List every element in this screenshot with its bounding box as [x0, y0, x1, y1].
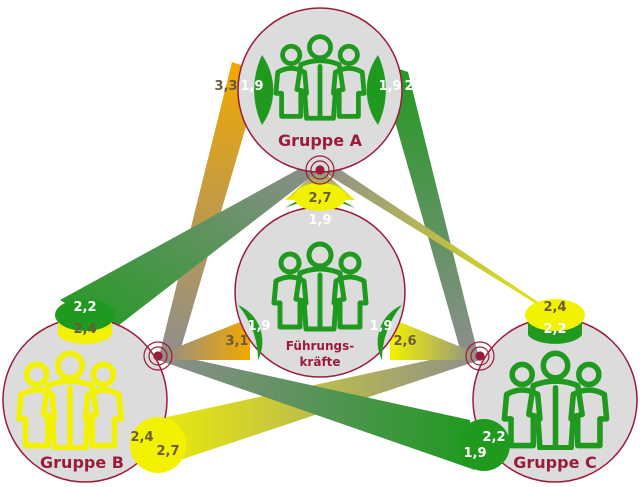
value-b-f-near-f: 3,1 [225, 334, 248, 349]
group-f-label-1: Führungs- [286, 339, 354, 353]
value-a-b-near-a: 3,3 [214, 79, 237, 94]
value-a-b-self-a: 1,9 [240, 79, 263, 94]
band-c-to-b [158, 352, 475, 470]
group-b-node[interactable]: Gruppe B [2, 317, 168, 483]
group-c-label: Gruppe C [513, 453, 596, 472]
value-c-f-self-f: 1,9 [369, 319, 392, 334]
group-a-label: Gruppe A [278, 131, 363, 150]
pill-b-a [55, 299, 115, 331]
group-b-label: Gruppe B [40, 453, 124, 472]
band-c-to-f [390, 318, 478, 360]
group-f-label-2: kräfte [299, 355, 340, 369]
group-f-left-lens [238, 305, 263, 360]
band-c-to-a [320, 164, 580, 330]
group-f-right-lens [377, 305, 402, 360]
pill-c-a [525, 299, 585, 331]
group-a-left-lens [254, 55, 274, 125]
group-f-node[interactable]: Führungs- kräfte [234, 196, 406, 378]
value-a-f-near-a: 2,7 [308, 191, 331, 206]
value-b-c-near-b-outer: 2,7 [156, 444, 179, 459]
junction-a [305, 155, 335, 185]
value-c-b-near-c: 2,2 [482, 430, 505, 445]
value-b-f-self-f: 1,9 [247, 319, 270, 334]
value-b-a-near-b: 2,2 [73, 300, 96, 315]
pill-c-b [458, 419, 510, 471]
group-c-node[interactable]: Gruppe C [472, 317, 638, 483]
value-b-a-near-b-inner: 2,4 [73, 322, 96, 337]
band-a-to-b [160, 62, 262, 358]
pill-b-a-inner [58, 322, 112, 344]
value-a-c-near-a: 2,0 [404, 79, 427, 94]
value-c-a-near-c: 2,4 [543, 300, 566, 315]
band-b-to-a [60, 164, 320, 332]
value-b-c-near-b: 2,4 [130, 430, 153, 445]
junction-b [143, 341, 173, 371]
group-a-right-lens [366, 55, 386, 125]
junction-c [465, 341, 495, 371]
band-b-to-f [160, 318, 250, 360]
value-a-c-self-a: 1,9 [378, 79, 401, 94]
value-c-b-near-c-outer: 1,9 [463, 446, 486, 461]
pill-a-f-near-a [294, 183, 346, 211]
band-a-to-c [378, 62, 478, 356]
pill-b-c [130, 417, 186, 473]
value-a-f-near-f: 1,9 [308, 213, 331, 228]
value-c-f-near-f: 2,6 [393, 334, 416, 349]
value-c-a-near-c-inner: 2,2 [543, 322, 566, 337]
pill-c-a-inner [528, 322, 582, 344]
